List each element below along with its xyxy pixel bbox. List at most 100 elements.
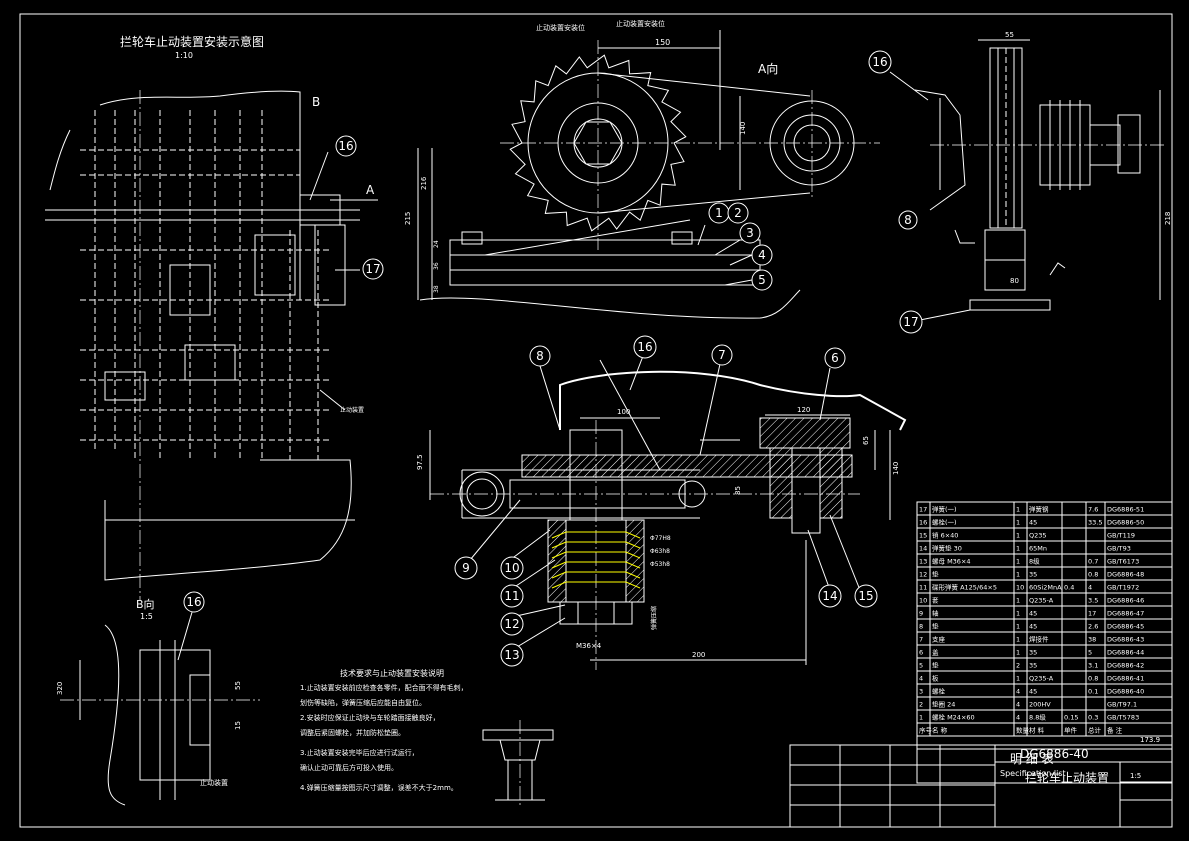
note-line-4: 调整后紧固螺栓，并加防松垫圈。 <box>300 728 405 737</box>
svg-text:9: 9 <box>462 561 470 575</box>
spec-cell: 6 <box>919 649 923 657</box>
balloon-10: 10 <box>500 556 524 580</box>
balloon-7: 7 <box>711 344 733 366</box>
balloon-12: 12 <box>500 612 524 636</box>
spec-header-cell: 单件 <box>1064 726 1078 735</box>
spec-cell: 35 <box>1029 571 1037 579</box>
spec-cell: 支座 <box>932 635 946 644</box>
spec-cell: 1 <box>919 714 923 722</box>
spec-cell: DG6886-47 <box>1107 610 1144 618</box>
spec-cell: 0.7 <box>1088 558 1098 566</box>
dim-85: 85 <box>734 486 742 495</box>
svg-text:16: 16 <box>186 595 201 609</box>
spec-cell: 4 <box>1016 701 1020 709</box>
dim-80: 80 <box>1010 277 1019 285</box>
spec-cell: 4 <box>1088 584 1092 592</box>
spec-cell: 13 <box>919 558 927 566</box>
spec-cell: DG6886-42 <box>1107 662 1144 670</box>
spec-cell: 2.6 <box>1088 623 1098 631</box>
spec-cell: 17 <box>1088 610 1096 618</box>
spec-header-cell: 序号 <box>919 726 933 735</box>
spec-cell: 1 <box>1016 610 1020 618</box>
assembly-view-left: 拦轮车止动装置安装示意图 1:10 <box>45 34 378 600</box>
spec-cell: 焊接件 <box>1029 635 1049 644</box>
spec-cell: 1 <box>1016 532 1020 540</box>
svg-text:Φ77H8: Φ77H8 <box>650 535 671 542</box>
svg-text:8: 8 <box>904 213 912 227</box>
spec-cell: 11 <box>919 584 927 592</box>
spec-cell: 15 <box>919 532 927 540</box>
section-a-marker: A <box>366 183 375 197</box>
svg-text:140: 140 <box>739 122 747 135</box>
spec-cell: 1 <box>1016 545 1020 553</box>
spec-title-en: Specification list <box>1000 769 1066 778</box>
svg-text:16: 16 <box>872 55 887 69</box>
balloon-16-main: 16 <box>633 335 657 359</box>
svg-text:5: 5 <box>758 273 766 287</box>
spec-cell: 35 <box>1029 649 1037 657</box>
svg-text:36: 36 <box>433 262 440 270</box>
spec-cell: 0.3 <box>1088 714 1098 722</box>
spec-cell: GB/T5783 <box>1107 714 1139 722</box>
svg-text:15: 15 <box>234 721 242 730</box>
left-view-title: 拦轮车止动装置安装示意图 <box>120 34 264 49</box>
svg-text:17: 17 <box>365 262 380 276</box>
note-line-6: 确认止动可靠后方可投入使用。 <box>300 763 398 772</box>
spec-cell: 弹簧(一) <box>932 505 957 514</box>
balloon-11: 11 <box>500 584 524 608</box>
spec-cell: DG6886-46 <box>1107 597 1144 605</box>
spec-cell: GB/T97.1 <box>1107 701 1137 709</box>
dim-140: 140 <box>892 462 900 475</box>
spec-cell: 16 <box>919 519 927 527</box>
dim-97-5: 97.5 <box>416 454 424 470</box>
balloon-8: 8 <box>529 345 551 367</box>
spec-cell: 45 <box>1029 623 1037 631</box>
spec-cell: 3 <box>919 688 923 696</box>
svg-text:弹簧压缩: 弹簧压缩 <box>650 606 658 630</box>
spec-cell: 轴 <box>932 609 939 618</box>
spec-cell: 8.8级 <box>1029 713 1046 722</box>
spec-cell: 200HV <box>1029 701 1051 709</box>
spec-cell: 盖 <box>932 648 939 657</box>
spec-cell: 1 <box>1016 597 1020 605</box>
svg-text:8: 8 <box>536 349 544 363</box>
balloon-16-left: 16 <box>335 135 357 157</box>
dim-65: 65 <box>862 436 870 445</box>
balloon-4: 4 <box>751 244 773 266</box>
scale-label: 1:5 <box>1130 772 1141 780</box>
main-section-view: M36×4 200 100 120 97.5 85 140 65 Φ77H8 Φ… <box>416 359 907 670</box>
balloon-14: 14 <box>818 584 842 608</box>
spec-cell: DG6886-43 <box>1107 636 1144 644</box>
balloon-8-right: 8 <box>898 210 918 230</box>
spec-cell: 0.15 <box>1064 714 1078 722</box>
balloon-2: 2 <box>727 202 749 224</box>
spec-header-cell: 数量 <box>1016 726 1030 735</box>
svg-text:止动装置: 止动装置 <box>340 406 364 414</box>
spec-cell: 垫 <box>932 622 939 631</box>
balloon-13: 13 <box>500 643 524 667</box>
dim-100: 100 <box>617 408 630 416</box>
svg-text:17: 17 <box>903 315 918 329</box>
spec-cell: 螺母 M36×4 <box>932 557 971 566</box>
spec-cell: 4 <box>1016 688 1020 696</box>
balloon-6: 6 <box>824 347 846 369</box>
svg-text:12: 12 <box>504 617 519 631</box>
balloon-15: 15 <box>854 584 878 608</box>
svg-text:320: 320 <box>56 682 64 695</box>
note-line-5: 3.止动装置安装完毕后应进行试运行， <box>300 748 419 757</box>
svg-text:6: 6 <box>831 351 839 365</box>
balloon-1: 1 <box>708 202 730 224</box>
spec-cell: DG6886-48 <box>1107 571 1144 579</box>
spec-cell: 65Mn <box>1029 545 1047 553</box>
svg-text:55: 55 <box>234 681 242 690</box>
spec-cell: 4 <box>919 675 923 683</box>
section-b-marker: B <box>312 95 320 109</box>
drawing-number: DG6886-40 <box>1020 747 1089 761</box>
spec-cell: 45 <box>1029 610 1037 618</box>
spec-cell: 9 <box>919 610 923 618</box>
svg-text:1: 1 <box>715 206 723 220</box>
spec-cell: 35 <box>1029 662 1037 670</box>
spec-cell: 垫 <box>932 661 939 670</box>
spec-cell: 5 <box>1088 649 1092 657</box>
